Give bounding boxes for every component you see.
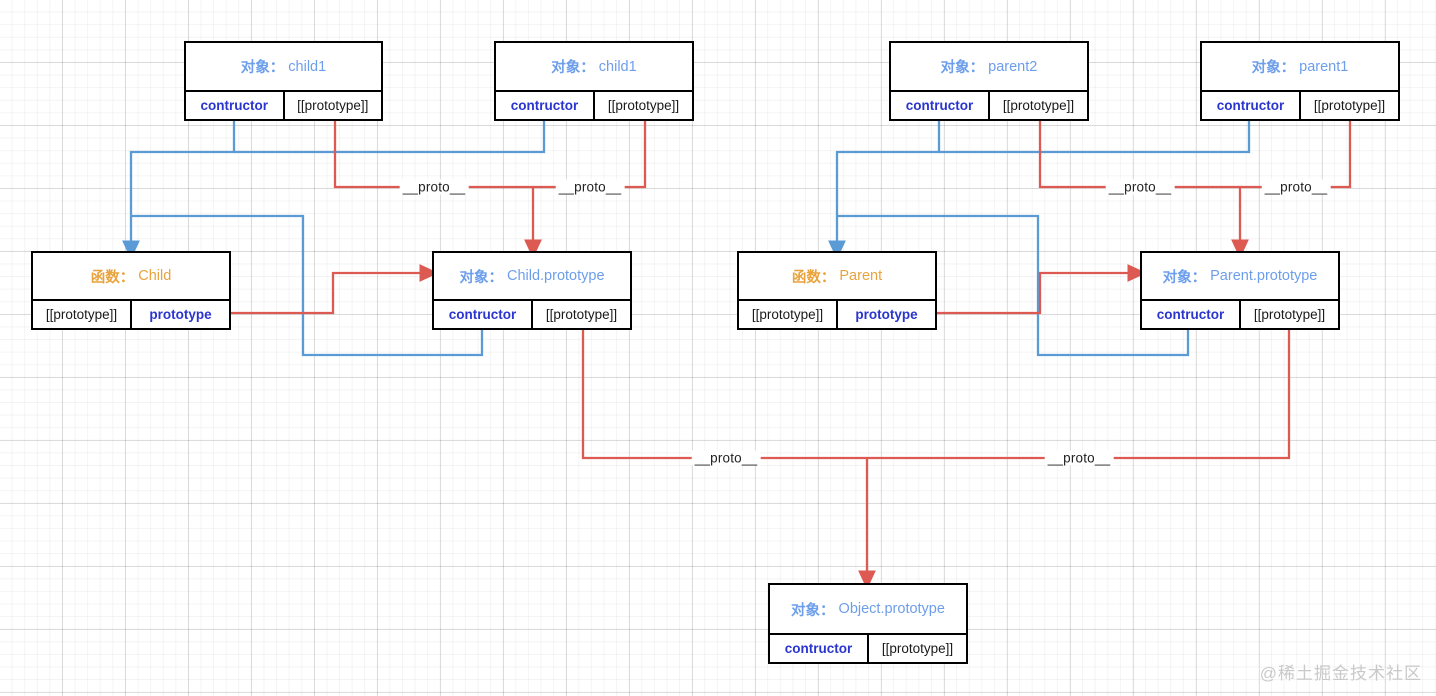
node-kind-label: 对象 [1162,269,1192,286]
node-header: 对象：parent1 [1202,43,1398,92]
node-header: 对象：Parent.prototype [1142,253,1338,301]
wire-child1a-proto-to-child-prototype [333,120,533,189]
slot-contructor[interactable]: contructor [434,301,533,328]
slot-internal-prototype[interactable]: [[prototype]] [1253,307,1326,322]
node-kind-label: 对象 [791,602,821,619]
slot-internal-prototype[interactable]: [[prototype]] [545,307,618,322]
node-slots: [[prototype]] prototype [739,301,935,328]
node-header: 函数：Parent [739,253,935,301]
node-header: 对象：child1 [496,43,692,92]
node-kind-separator: ： [969,60,985,76]
watermark: @稀土掘金技术社区 [1259,664,1422,683]
node-kind-separator: ： [820,269,836,286]
slot-internal-prototype[interactable]: [[prototype]] [297,98,369,113]
slot-contructor[interactable]: contructor [1202,92,1301,119]
wire-child1b-proto-to-child-prototype [533,120,647,189]
wire-parent1-constructor-to-rail [939,120,1251,154]
node-parent1[interactable]: 对象：parent1 contructor [[prototype]] [1200,41,1400,121]
node-header: 对象：child1 [186,43,381,92]
slot-internal-prototype[interactable]: [[prototype]] [739,301,838,328]
node-slots: contructor [[prototype]] [891,92,1087,119]
node-kind-label: 对象 [1251,60,1281,76]
wire-child1a-constructor-to-child-fn [122,120,236,260]
node-object-prototype[interactable]: 对象：Object.prototype contructor [[prototy… [768,583,968,664]
node-function-child[interactable]: 函数：Child [[prototype]] prototype [31,251,231,330]
slot-internal-prototype[interactable]: [[prototype]] [33,301,132,328]
node-header: 对象：Child.prototype [434,253,630,301]
node-slots: contructor [[prototype]] [770,635,966,662]
node-slots: contructor [[prototype]] [1202,92,1398,119]
node-kind-separator: ： [580,60,595,76]
node-name-label: Object.prototype [838,601,945,617]
slot-prototype[interactable]: prototype [855,307,918,322]
edge-label-proto-right-1: __proto__ [1105,179,1175,195]
node-kind-separator: ： [1280,60,1296,76]
node-slots: contructor [[prototype]] [434,301,630,328]
slot-internal-prototype[interactable]: [[prototype]] [1002,98,1075,113]
node-kind-separator: ： [119,269,135,286]
slot-internal-prototype[interactable]: [[prototype]] [881,641,954,656]
slot-contructor[interactable]: contructor [770,635,869,662]
node-header: 对象：Object.prototype [770,585,966,635]
wire-child-fn-prototype-to-child-prototype [231,264,439,315]
node-slots: [[prototype]] prototype [33,301,229,328]
node-kind-separator: ： [1191,269,1207,286]
edge-label-proto-bottom-left: __proto__ [691,450,761,466]
node-name-label: Parent.prototype [1210,268,1318,284]
wire-parent-prototype-proto-to-object-prototype [867,329,1291,460]
node-slots: contructor [[prototype]] [496,92,692,119]
node-kind-separator: ： [488,269,503,286]
edge-label-proto-right-2: __proto__ [1261,179,1331,195]
node-header: 函数：Child [33,253,229,301]
node-kind-label: 对象 [240,60,270,76]
wire-parent2-constructor-to-parent-fn [828,120,941,260]
slot-contructor[interactable]: contructor [1142,301,1241,328]
slot-contructor[interactable]: contructor [186,92,285,119]
node-parent2[interactable]: 对象：parent2 contructor [[prototype]] [889,41,1089,121]
node-name-label: parent1 [1299,58,1349,75]
slot-contructor[interactable]: contructor [496,92,595,119]
slot-prototype[interactable]: prototype [149,307,212,322]
node-name-label: child1 [288,58,327,75]
slot-internal-prototype[interactable]: [[prototype]] [1313,98,1386,113]
node-kind-label: 函数 [90,269,120,286]
slot-contructor[interactable]: contructor [891,92,990,119]
edge-label-proto-bottom-right: __proto__ [1044,450,1114,466]
node-kind-label: 对象 [551,60,581,76]
slot-internal-prototype[interactable]: [[prototype]] [607,98,680,113]
wire-parent-fn-prototype-to-parent-prototype [937,264,1147,315]
node-name-label: Child.prototype [506,268,605,284]
edge-label-proto-left-2: __proto__ [555,179,625,195]
node-function-parent[interactable]: 函数：Parent [[prototype]] prototype [737,251,937,330]
node-kind-label: 函数 [791,269,821,286]
node-child1-b[interactable]: 对象：child1 contructor [[prototype]] [494,41,694,121]
node-kind-separator: ： [820,602,835,619]
node-child1-a[interactable]: 对象：child1 contructor [[prototype]] [184,41,383,121]
node-kind-separator: ： [269,60,285,76]
node-name-label: child1 [598,58,637,75]
node-kind-label: 对象 [940,60,970,76]
node-kind-label: 对象 [459,269,489,286]
node-header: 对象：parent2 [891,43,1087,92]
node-child-prototype[interactable]: 对象：Child.prototype contructor [[prototyp… [432,251,632,330]
node-slots: contructor [[prototype]] [1142,301,1338,328]
node-name-label: Parent [839,268,883,284]
node-name-label: Child [138,268,172,284]
wire-child1b-constructor-to-rail [234,120,546,154]
wire-child-prototype-proto-to-object-prototype [581,329,867,460]
wire-parent2-proto-to-parent-prototype [1038,120,1240,189]
node-name-label: parent2 [988,58,1038,75]
node-parent-prototype[interactable]: 对象：Parent.prototype contructor [[prototy… [1140,251,1340,330]
edge-label-proto-left-1: __proto__ [399,179,469,195]
wire-parent1-proto-to-parent-prototype [1240,120,1352,189]
node-slots: contructor [[prototype]] [186,92,381,119]
